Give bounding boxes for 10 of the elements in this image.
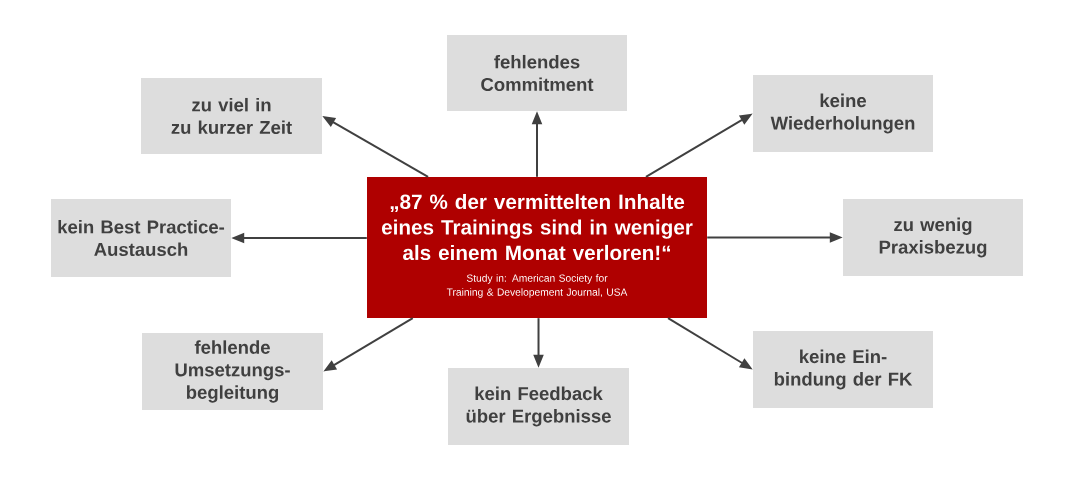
cause-box: fehlende Umsetzungs- begleitung	[142, 333, 323, 410]
cause-box: zu viel in zu kurzer Zeit	[141, 78, 322, 154]
cause-box: keine Wiederholungen	[753, 75, 933, 152]
cause-box: kein Feedback über Ergebnisse	[448, 368, 629, 445]
cause-box: zu wenig Praxisbezug	[843, 199, 1023, 276]
cause-box: keine Ein- bindung der FK	[753, 331, 933, 408]
cause-box: kein Best Practice- Austausch	[51, 199, 231, 277]
cause-box: fehlendes Commitment	[447, 35, 627, 111]
source-note: Study in: American Society for Training & Developement Journal, USA	[446, 274, 628, 298]
quote-text: „87 % der vermittelten Inhalte eines Trainings sind in weniger als einem Monat verloren!“	[381, 193, 693, 261]
